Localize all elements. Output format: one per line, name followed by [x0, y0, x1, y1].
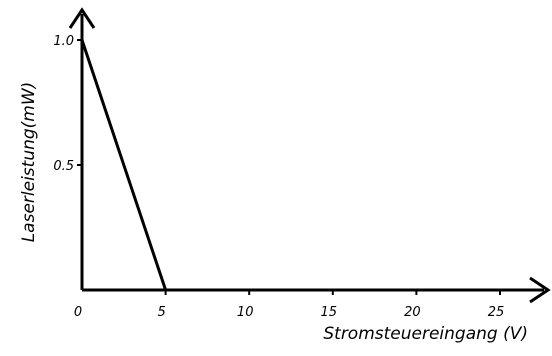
x-tick-label: 20: [404, 305, 421, 320]
series: [80, 39, 500, 292]
x-axis-arrow: [529, 276, 551, 304]
series-line: [80, 39, 500, 292]
x-tick-label: 0: [74, 305, 82, 320]
x-axis-title: Stromsteuereingang (V): [323, 324, 528, 344]
x-tick-label: 5: [157, 305, 165, 320]
y-tick-label: 0.5: [53, 159, 74, 174]
ticks: 0 5 10 15 20 25 0.5 1.0: [53, 34, 504, 320]
x-tick-label: 10: [237, 305, 254, 320]
y-axis-title: Laserleistung(mW): [19, 82, 39, 243]
x-tick-label: 15: [321, 305, 338, 320]
axes: [68, 7, 551, 304]
y-axis-arrow: [68, 7, 96, 29]
x-tick-label: 25: [488, 305, 505, 320]
y-tick-label: 1.0: [53, 34, 74, 49]
